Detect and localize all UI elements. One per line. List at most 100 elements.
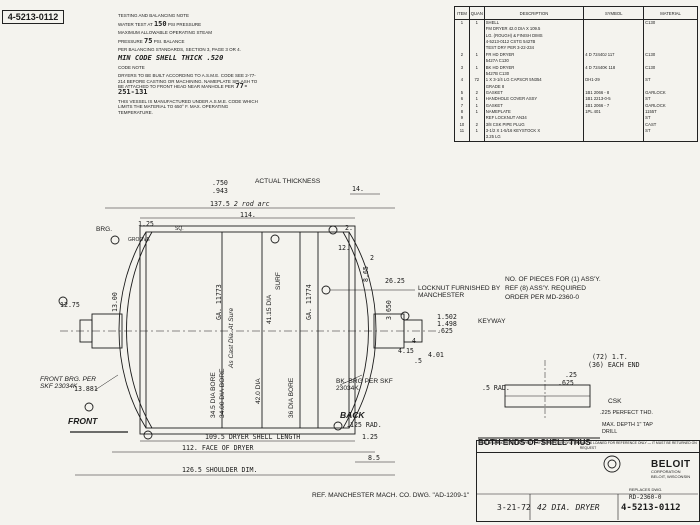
balance-note: PER BALANCING STANDARDS, SECTION 3, PAGE… [118,47,241,53]
bom-cell [583,45,645,52]
bk-brg-leader [339,374,363,386]
dim-1300: 13.00 [111,292,119,312]
dim-750: .750 [212,179,228,187]
bom-cell [583,115,645,122]
tb-replaces: REPLACES DWG. [629,487,663,492]
bom-cell: 1B1 2066 - 8 [583,89,645,97]
bom-cell [583,26,645,33]
bom-cell: 5427B C130 [483,70,585,78]
bom-cell [583,83,645,90]
front-head-curve-inner [126,231,153,429]
actual-thickness-label: ACTUAL THICKNESS [255,178,321,185]
bom-header-symbol: SYMBOL [583,6,645,20]
bom-cell: 3/8 CSK PIPE PLUG [483,121,585,129]
bom-cell [643,58,698,65]
dim-865: 8.65 [362,266,370,282]
pieces-line-3: ORDER PER MD-2360-0 [505,294,580,301]
code-note-body: DRYERS TO BE BUILT ACCORDING TO A.S.M.E.… [118,73,258,90]
front-brg-leader [94,374,119,391]
dim-125-top: 1.25 [138,220,154,228]
bom-cell: GARLOCK [643,89,698,97]
bom-cell: TEST DRY PER 3-22-234 [483,45,585,52]
groove-label: GROOVE [128,237,150,243]
dim-1375: 137.5 [210,200,230,208]
bom-cell [643,39,698,46]
beloit-logo-core [607,459,617,469]
brand-sub-1: CORPORATION [651,469,681,474]
dim-2x: 2 [370,254,374,262]
dim-1388: 13.881 [74,385,98,393]
dim-125-bottom: 1.25 [362,433,378,441]
balloon-5 [143,430,153,440]
front-head-curve [118,231,147,429]
ga-2: GA. 11774 [305,284,313,320]
bom-cell [583,19,645,27]
dim-14: 14. [352,185,364,193]
dim-2625: 26.25 [385,277,405,285]
bom-cell: NAMEPLATE [483,109,585,116]
bom-row: 4-5213-0112 CSTG 5427B [454,39,698,46]
bom-cell [643,32,698,40]
pressure-label: PRESSURE [118,38,143,44]
dim-1265: 126.5 SHOULDER DIM. [182,466,258,474]
bom-cell: ST [643,77,698,84]
balloon-3 [333,421,343,431]
bom-cell: BK HD DRYER [483,64,585,71]
bom-cell: GASKET [483,102,585,110]
bom-cell [643,45,698,52]
brand-name: BELOIT [651,459,691,470]
locknut-label: LOCKNUT FURNISHED BY MANCHESTER [418,285,501,299]
balloon-8 [84,402,94,412]
min-code: MIN CODE SHELL THICK .520 [118,53,224,62]
as-cast-label: As Cast Dia. At Sure [228,307,235,368]
bom-row: TEST DRY PER 3-22-234 [454,45,698,52]
dim-1095: 109.5 DRYER SHELL LENGTH [205,433,301,441]
bom-cell: 5427A C130 [483,58,585,65]
detail-csk: CSK [608,398,622,405]
bom-cell: C130 [643,51,698,59]
bom-row: FM DRYER 42.0 DIA X 109.5 [454,26,698,33]
detail-36: (36) EACH END [588,361,640,369]
bom-cell [583,128,645,135]
bom-cell [643,70,698,78]
bom-cell: 4-5213-0112 CSTG 5427B [483,39,585,46]
tb-notice: THIS DRAWING IS THE PROPERTY OF BELOIT C… [477,441,699,453]
bom-cell: SHELL [483,19,585,27]
bom-cell: HANDHOLE COVER ASSY [483,96,585,103]
dia-415: 41.15 DIA [266,294,273,324]
dim-1502: 1.502 [437,313,457,321]
front-label: FRONT [68,416,98,426]
ga-1: GA. 11773 [215,284,223,320]
bom-cell [643,83,698,90]
balloon-4 [110,235,120,245]
bom-cell [583,58,645,65]
bom-cell [583,39,645,46]
code-note-title: CODE NOTE [118,64,145,70]
dim-85: 8.5 [368,454,380,462]
water-test-value: 150 [153,19,167,28]
bom-cell: 3.25 LG [483,134,585,142]
dia-420: 42.0 DIA [255,378,262,404]
bom-cell [643,26,698,33]
shell-outline [139,225,356,435]
pressure-value: 75 [144,36,153,45]
bom-cell: REF LOCKNUT AN34 [483,115,585,122]
dim-2: 2. [345,224,353,232]
max-steam: MAXIMUM ALLOWABLE OPERATING STEAM [118,30,213,36]
beloit-logo: BELOIT CORPORATION BELOIT, WISCONSIN [629,457,695,483]
dim-625: .625 [437,327,453,335]
dim-125rad: .125 RAD. [346,421,382,429]
detail-625: .625 [558,379,574,387]
brand-sub-2: BELOIT, WISCONSIN [651,473,691,479]
bom-cell: 1PL 401 [583,109,645,116]
